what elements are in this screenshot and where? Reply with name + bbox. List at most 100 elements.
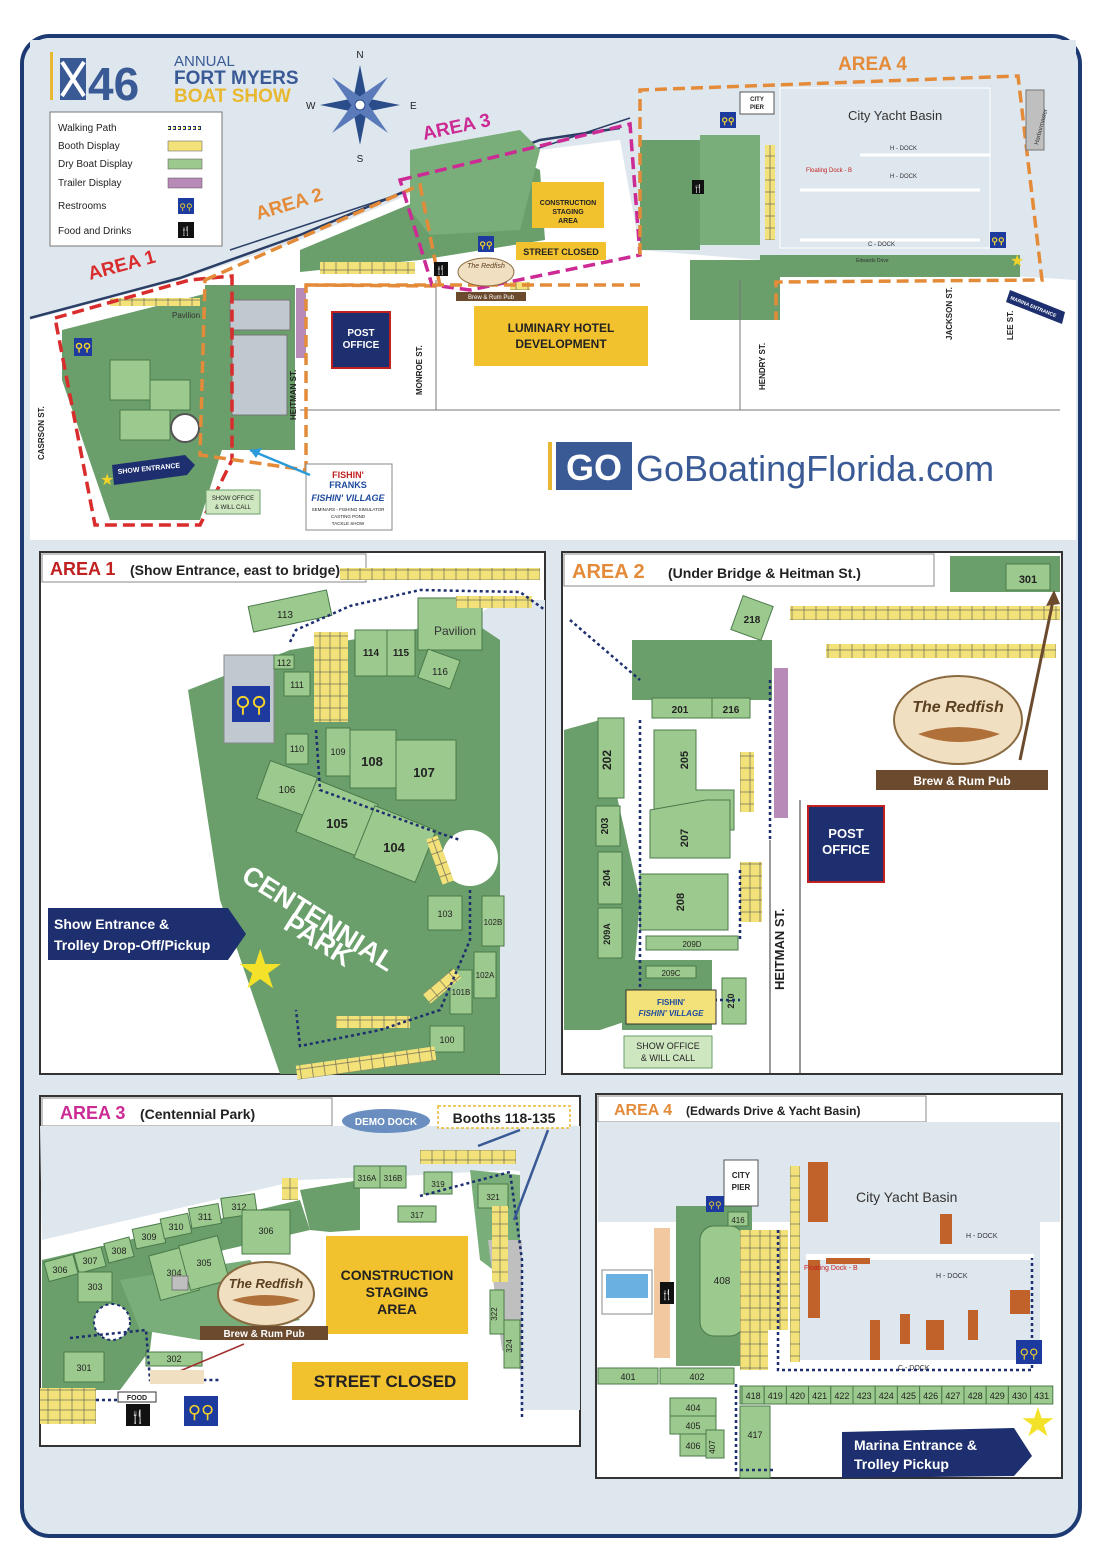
svg-text:POST: POST [347, 328, 374, 339]
lot-115[interactable] [386, 629, 416, 677]
lot-208[interactable] [639, 873, 729, 931]
lot-209a[interactable] [597, 907, 623, 959]
lot-322[interactable] [489, 1289, 505, 1335]
lot-422-label: 422 [834, 1391, 849, 1401]
lot-216-label: 216 [723, 705, 740, 716]
lot-301-a3[interactable] [63, 1351, 105, 1383]
area2-subtitle: (Under Bridge & Heitman St.) [668, 565, 861, 581]
food-icon: 🍴 [692, 180, 704, 194]
pavilion-label: Pavilion [434, 624, 476, 638]
restroom-icon [184, 1396, 218, 1426]
lot-107[interactable] [395, 739, 457, 801]
lot-108[interactable] [349, 729, 397, 789]
demo-dock [342, 1109, 430, 1133]
area3-redfish-logo [217, 1261, 315, 1327]
food-icon: 🍴 [434, 262, 448, 276]
lot-324[interactable] [503, 1319, 521, 1369]
lot-402[interactable] [659, 1367, 735, 1385]
svg-text:LUMINARY HOTEL: LUMINARY HOTEL [508, 321, 615, 335]
svg-text:SHOW OFFICE: SHOW OFFICE [636, 1041, 700, 1051]
lot-316b[interactable] [379, 1165, 407, 1189]
lot-116[interactable] [417, 648, 461, 690]
restroom-icon: ⚲⚲ [74, 338, 92, 356]
lot-109[interactable] [325, 727, 351, 777]
lot-401[interactable] [597, 1367, 659, 1385]
lot-113[interactable] [247, 589, 333, 633]
lot-306-east[interactable] [241, 1209, 291, 1255]
svg-text:POST: POST [828, 826, 863, 841]
svg-text:CONSTRUCTION: CONSTRUCTION [341, 1267, 454, 1283]
lot-209d[interactable] [645, 935, 739, 951]
lot-303[interactable] [77, 1271, 113, 1303]
lot-209c[interactable] [645, 965, 697, 979]
lot-417[interactable] [739, 1405, 771, 1479]
lot-103[interactable] [427, 895, 463, 931]
area3-food-label: FOOD [127, 1395, 147, 1402]
lot-306-west[interactable] [43, 1253, 79, 1283]
svg-text:🍴: 🍴 [693, 183, 703, 193]
lot-102a[interactable] [473, 951, 497, 999]
lot-408-label: 408 [714, 1276, 731, 1287]
area1-panel: AREA 1 (Show Entrance, east to bridge) ⚲… [39, 551, 546, 1080]
lot-112[interactable] [273, 654, 295, 670]
lot-429-label: 429 [990, 1391, 1005, 1401]
lot-307[interactable] [73, 1246, 107, 1274]
lot-423-label: 423 [857, 1391, 872, 1401]
area3-construction [326, 1236, 468, 1334]
lot-319-label: 319 [431, 1180, 445, 1189]
lot-104[interactable] [353, 805, 437, 883]
lot-207[interactable] [649, 799, 731, 859]
lot-311[interactable] [187, 1202, 223, 1230]
lot-100[interactable] [429, 1025, 465, 1053]
lot-209d-label: 209D [682, 940, 701, 949]
lot-218[interactable] [730, 594, 774, 642]
show-annual: ANNUAL [174, 53, 235, 70]
star-icon: ★ [1010, 253, 1024, 270]
svg-text:⚲⚲: ⚲⚲ [75, 342, 91, 354]
lot-202[interactable] [597, 717, 625, 799]
lot-103-label: 103 [437, 909, 452, 919]
lot-303-label: 303 [87, 1282, 102, 1292]
area3-food-sign [117, 1391, 157, 1403]
compass-n: N [356, 50, 363, 61]
lot-308[interactable] [103, 1236, 135, 1264]
lot-310[interactable] [159, 1212, 193, 1240]
svg-text:CITY: CITY [732, 1171, 751, 1180]
lot-207-label: 207 [679, 829, 691, 847]
overview-map: POST OFFICE CONSTRUCTION STAGING AREA ST… [24, 38, 1078, 544]
show-number: 46 [88, 58, 139, 110]
fishin-line6: TACKLE SHOW [332, 521, 365, 526]
lot-216[interactable] [711, 697, 751, 719]
food-icon [660, 1282, 674, 1304]
lot-310-label: 310 [168, 1222, 183, 1232]
lot-321-label: 321 [486, 1193, 500, 1202]
star-icon: ★ [1020, 1401, 1056, 1445]
compass-rose-icon: N S E W [306, 50, 417, 165]
lot-204-label: 204 [602, 869, 613, 886]
lot-114[interactable] [354, 629, 388, 677]
lot-115-label: 115 [393, 648, 410, 659]
area4-yacht-basin: City Yacht Basin [856, 1189, 957, 1205]
lot-416[interactable] [727, 1211, 749, 1227]
lot-110[interactable] [285, 733, 309, 765]
lot-204[interactable] [597, 851, 623, 905]
lot-305[interactable] [178, 1234, 230, 1292]
overview-floating-dock: Floating Dock - B [806, 168, 852, 174]
lot-309-label: 309 [141, 1232, 156, 1242]
lot-306-west-label: 306 [52, 1265, 67, 1275]
restroom-icon [1016, 1340, 1042, 1364]
lot-431[interactable] [1030, 1385, 1054, 1405]
lot-301[interactable] [1005, 563, 1051, 591]
lot-427-label: 427 [945, 1391, 960, 1401]
overview-post-office [331, 311, 391, 369]
lot-302[interactable] [145, 1351, 203, 1367]
svg-text:⚲⚲: ⚲⚲ [479, 240, 493, 250]
lot-407[interactable] [705, 1429, 725, 1459]
lot-419-label: 419 [768, 1391, 783, 1401]
lot-203[interactable] [595, 805, 621, 847]
compass-e: E [410, 101, 417, 112]
lot-102b[interactable] [481, 895, 505, 947]
lot-317[interactable] [397, 1205, 437, 1223]
hotel-development [474, 306, 648, 366]
lot-111[interactable] [283, 671, 311, 697]
